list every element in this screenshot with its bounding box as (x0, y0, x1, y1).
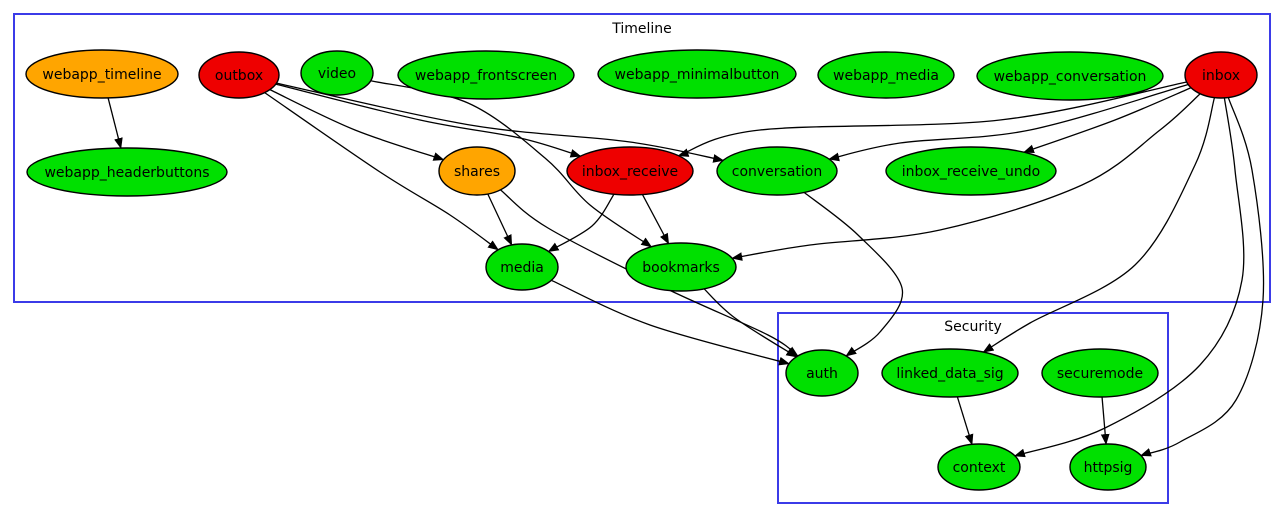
node-bookmarks: bookmarks (625, 242, 737, 292)
node-webapp_headerbuttons-label: webapp_headerbuttons (44, 165, 209, 181)
node-webapp_headerbuttons: webapp_headerbuttons (26, 147, 228, 197)
node-webapp_media-label: webapp_media (833, 68, 939, 84)
node-securemode-ellipse (1041, 348, 1159, 398)
edge-outbox-to-conversation (276, 82, 725, 163)
node-outbox-ellipse (198, 51, 280, 99)
edge-media-to-auth (551, 279, 790, 366)
node-webapp_frontscreen: webapp_frontscreen (397, 50, 575, 100)
node-shares-ellipse (438, 146, 516, 196)
node-media-label: media (500, 260, 544, 276)
edge-inbox-to-inbox_receive_undo (1023, 87, 1192, 154)
node-media-ellipse (485, 243, 559, 291)
node-httpsig-label: httpsig (1084, 460, 1133, 476)
edge-securemode-to-httpsig (1100, 396, 1110, 446)
node-webapp_conversation-label: webapp_conversation (994, 69, 1147, 85)
node-inbox: inbox (1184, 51, 1258, 99)
node-bookmarks-ellipse (625, 242, 737, 292)
cluster-timeline-border (13, 13, 1271, 303)
node-httpsig: httpsig (1069, 443, 1147, 491)
edge-inbox-to-context (1013, 97, 1245, 458)
cluster-security-border (777, 312, 1169, 504)
node-inbox-label: inbox (1202, 68, 1240, 84)
node-video-label: video (318, 66, 356, 82)
edge-inbox-to-httpsig (1140, 97, 1265, 457)
node-inbox_receive_undo: inbox_receive_undo (885, 146, 1057, 196)
edge-outbox-to-media (264, 92, 499, 251)
node-outbox: outbox (198, 51, 280, 99)
node-video: video (300, 50, 374, 96)
node-webapp_timeline-ellipse (25, 49, 179, 99)
node-webapp_headerbuttons-ellipse (26, 147, 228, 197)
node-linked_data_sig-ellipse (881, 348, 1019, 398)
edge-shares-to-media (487, 193, 513, 246)
node-media: media (485, 243, 559, 291)
edge-inbox-to-inbox_receive (677, 81, 1187, 157)
node-inbox_receive: inbox_receive (566, 146, 694, 196)
node-conversation: conversation (716, 146, 838, 196)
cluster-timeline-label: Timeline (611, 21, 672, 37)
node-webapp_minimalbutton-ellipse (597, 49, 797, 99)
node-webapp_minimalbutton: webapp_minimalbutton (597, 49, 797, 99)
node-linked_data_sig: linked_data_sig (881, 348, 1019, 398)
node-outbox-label: outbox (215, 68, 263, 84)
node-conversation-ellipse (716, 146, 838, 196)
edge-webapp_timeline-to-webapp_headerbuttons (107, 97, 123, 150)
node-inbox_receive-label: inbox_receive (582, 164, 678, 180)
edge-bookmarks-to-auth (703, 288, 798, 358)
node-webapp_minimalbutton-label: webapp_minimalbutton (615, 67, 780, 83)
edge-inbox-to-bookmarks (731, 93, 1201, 261)
node-httpsig-ellipse (1069, 443, 1147, 491)
node-webapp_media: webapp_media (817, 51, 955, 99)
edge-conversation-to-auth (803, 191, 904, 357)
edge-inbox-to-linked_data_sig (982, 97, 1216, 353)
node-conversation-label: conversation (732, 164, 822, 180)
node-auth: auth (785, 349, 859, 397)
node-webapp_frontscreen-ellipse (397, 50, 575, 100)
node-securemode-label: securemode (1057, 366, 1143, 382)
cluster-security: Security (777, 312, 1169, 504)
edge-outbox-to-shares (269, 89, 445, 161)
cluster-timeline: Timeline (13, 13, 1271, 303)
node-video-ellipse (300, 50, 374, 96)
node-linked_data_sig-label: linked_data_sig (896, 366, 1003, 382)
node-auth-ellipse (785, 349, 859, 397)
edge-inbox_receive-to-bookmarks (641, 194, 670, 245)
node-context: context (937, 443, 1021, 491)
edge-linked_data_sig-to-context (956, 396, 974, 446)
node-bookmarks-label: bookmarks (642, 260, 720, 276)
node-shares: shares (438, 146, 516, 196)
node-context-ellipse (937, 443, 1021, 491)
node-webapp_frontscreen-label: webapp_frontscreen (415, 68, 557, 84)
node-webapp_media-ellipse (817, 51, 955, 99)
edge-outbox-to-inbox_receive (275, 83, 582, 158)
edge-inbox_receive-to-media (547, 193, 615, 253)
node-inbox_receive_undo-ellipse (885, 146, 1057, 196)
cluster-security-label: Security (944, 319, 1002, 335)
node-webapp_conversation-ellipse (976, 51, 1164, 101)
node-inbox_receive_undo-label: inbox_receive_undo (902, 164, 1040, 180)
node-shares-label: shares (454, 164, 500, 180)
node-securemode: securemode (1041, 348, 1159, 398)
node-auth-label: auth (806, 366, 838, 382)
edge-inbox-to-conversation (828, 83, 1189, 162)
node-webapp_conversation: webapp_conversation (976, 51, 1164, 101)
node-inbox-ellipse (1184, 51, 1258, 99)
node-webapp_timeline-label: webapp_timeline (42, 67, 161, 83)
node-inbox_receive-ellipse (566, 146, 694, 196)
node-webapp_timeline: webapp_timeline (25, 49, 179, 99)
node-context-label: context (953, 460, 1006, 476)
